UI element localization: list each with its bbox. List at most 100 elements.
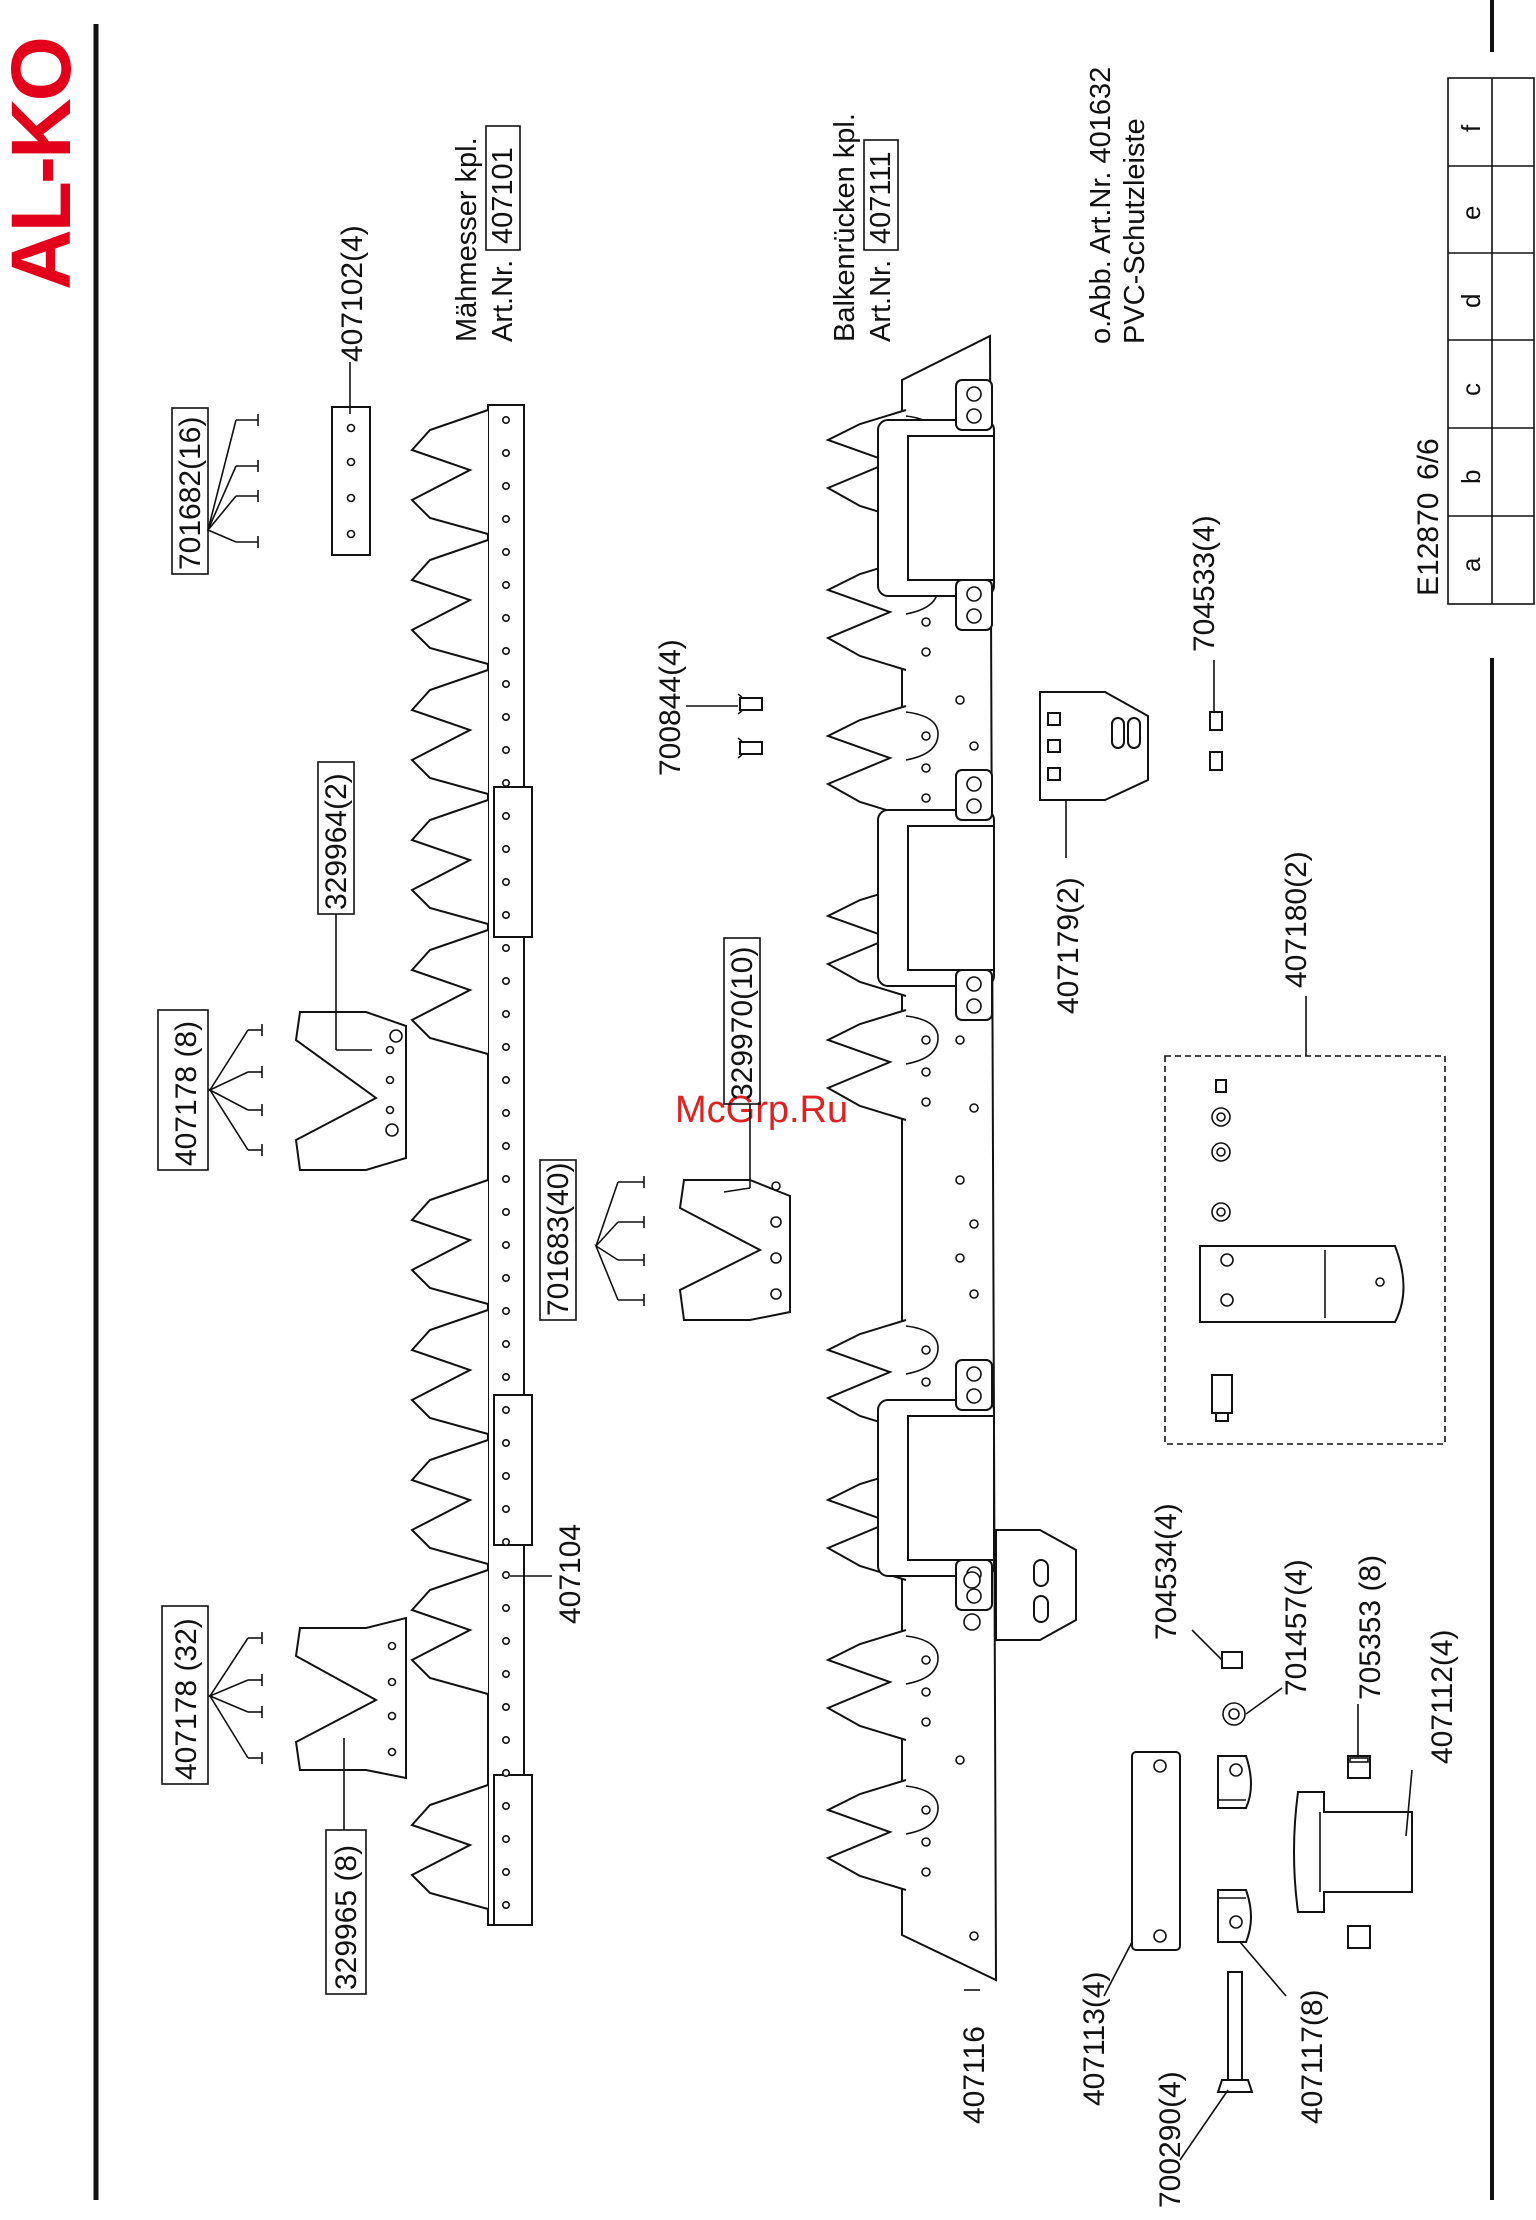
part-407117-spacer-1 xyxy=(1217,1755,1252,1809)
knife-bar-hole xyxy=(501,1340,510,1349)
finger-bar-hole xyxy=(969,741,979,751)
knife-bar-hole xyxy=(501,1868,510,1877)
knife-bar-hole xyxy=(501,712,510,721)
clamp-nut xyxy=(966,976,982,992)
finger-guard-bulge xyxy=(905,1325,939,1375)
label-407102: 407102(4) xyxy=(336,225,369,362)
knife-title: Mähmesser kpl. xyxy=(451,137,483,342)
knife-artnr-prefix: Art.Nr. xyxy=(487,260,519,342)
knife-tooth xyxy=(410,1179,489,1305)
al-ko-logo: AL-KO xyxy=(0,39,88,290)
finger-guard-bulge xyxy=(905,1015,939,1065)
knife-artnr-box xyxy=(485,125,521,251)
knife-bar-hole xyxy=(501,1538,510,1547)
knife-bar-hole xyxy=(501,1175,510,1184)
page-reference-table: a b c d e f E12870 6/6 xyxy=(1412,77,1535,605)
label-407104: 407104 xyxy=(554,1524,587,1624)
knife-joint-plate-3 xyxy=(493,1774,533,1926)
knife-tooth xyxy=(410,1309,489,1435)
knife-bar-hole xyxy=(501,844,510,853)
knife-tooth xyxy=(410,539,489,665)
label-704534: 704534(4) xyxy=(1150,1503,1183,1640)
finger-bar-hole xyxy=(955,1755,965,1765)
finger-hole xyxy=(921,1805,931,1815)
knife-bar xyxy=(487,404,525,1926)
table-col-d: d xyxy=(1456,294,1486,308)
clamp-nut xyxy=(966,1388,982,1404)
sheet-number: 6/6 xyxy=(1412,438,1445,480)
label-407178-lower: 407178 (32) xyxy=(170,1618,203,1780)
knife-joint-plate-2 xyxy=(493,1394,533,1546)
label-407116: 407116 xyxy=(958,2026,991,2124)
clamp-nut xyxy=(966,408,982,424)
knife-tooth xyxy=(410,1569,489,1695)
part-704534-nut xyxy=(1221,1651,1243,1669)
knife-bar-hole xyxy=(501,1604,510,1613)
table-col-e: e xyxy=(1456,206,1486,220)
back-artnr-prefix: Art.Nr. xyxy=(865,260,897,342)
knife-assembly-407104 xyxy=(410,404,533,1926)
part-407180-group-box xyxy=(1164,1055,1446,1445)
knife-bar-hole xyxy=(501,646,510,655)
knife-bar-hole xyxy=(501,1802,510,1811)
knife-tooth xyxy=(410,1439,489,1565)
knife-bar-hole xyxy=(501,1472,510,1481)
knife-artnr: 407101 xyxy=(487,147,519,244)
finger-guard xyxy=(825,1629,907,1741)
part-407113-strip xyxy=(1131,1751,1181,1951)
part-407180-plate xyxy=(1199,1245,1405,1323)
part-701683-rivets xyxy=(594,1176,645,1306)
clamp-nut-block xyxy=(955,969,993,1021)
label-407178-upper: 407178 (8) xyxy=(170,1021,203,1166)
part-704533-nut-2 xyxy=(1209,751,1223,771)
finger-hole xyxy=(921,731,931,741)
finger-bar-hole xyxy=(955,1035,965,1045)
finger-hole xyxy=(921,1345,931,1355)
clamp-nut xyxy=(966,586,982,602)
knife-bar-hole xyxy=(501,1670,510,1679)
knife-bar-hole xyxy=(501,877,510,886)
part-700844-bolts xyxy=(686,693,763,759)
knife-bar-hole xyxy=(501,481,510,490)
finger-hole xyxy=(921,1377,931,1387)
knife-tooth xyxy=(410,669,489,795)
clamp-assemblies xyxy=(877,379,1077,1641)
knife-bar-hole xyxy=(501,1373,510,1382)
clamp-nut xyxy=(966,608,982,624)
knife-bar-hole xyxy=(501,943,510,952)
label-705353: 705353 (8) xyxy=(1354,1555,1387,1700)
watermark: McGrp.Ru xyxy=(675,1089,848,1131)
label-700844: 700844(4) xyxy=(654,639,687,776)
finger-bar-hole xyxy=(955,695,965,705)
table-col-b: b xyxy=(1456,470,1486,484)
drawing-code: E12870 xyxy=(1412,493,1445,596)
knife-bar-hole xyxy=(501,1009,510,1018)
finger-hole xyxy=(921,1717,931,1727)
label-box-407178-upper xyxy=(157,1009,209,1171)
back-title: Balkenrücken kpl. xyxy=(829,113,861,342)
drive-bracket-slot xyxy=(1033,1559,1049,1587)
back-artnr-box xyxy=(863,139,899,251)
leader-lines xyxy=(335,362,1413,2161)
part-701682-rivets xyxy=(206,414,259,548)
clamp-nut-block xyxy=(955,1359,993,1411)
finger-bar-hole xyxy=(969,1289,979,1299)
knife-bar-hole xyxy=(501,1274,510,1283)
knife-joint-plate-1 xyxy=(493,786,533,938)
label-407179: 407179(2) xyxy=(1052,877,1085,1014)
finger-bar-hole xyxy=(969,1219,979,1229)
finger-guard xyxy=(825,1009,907,1121)
label-407112: 407112(4) xyxy=(1426,1629,1459,1764)
finger-bar-hole xyxy=(955,1175,965,1185)
knife-bar-hole xyxy=(501,679,510,688)
finger-hole xyxy=(921,1035,931,1045)
finger-guard xyxy=(825,705,907,817)
label-700290: 700290(4) xyxy=(1154,2071,1187,2208)
knife-tooth xyxy=(410,929,489,1055)
drive-nut xyxy=(963,1613,981,1631)
clamp-nut xyxy=(966,776,982,792)
part-407178-rivets-upper xyxy=(207,1024,263,1156)
knife-bar-hole xyxy=(501,580,510,589)
clamp-nut xyxy=(966,386,982,402)
